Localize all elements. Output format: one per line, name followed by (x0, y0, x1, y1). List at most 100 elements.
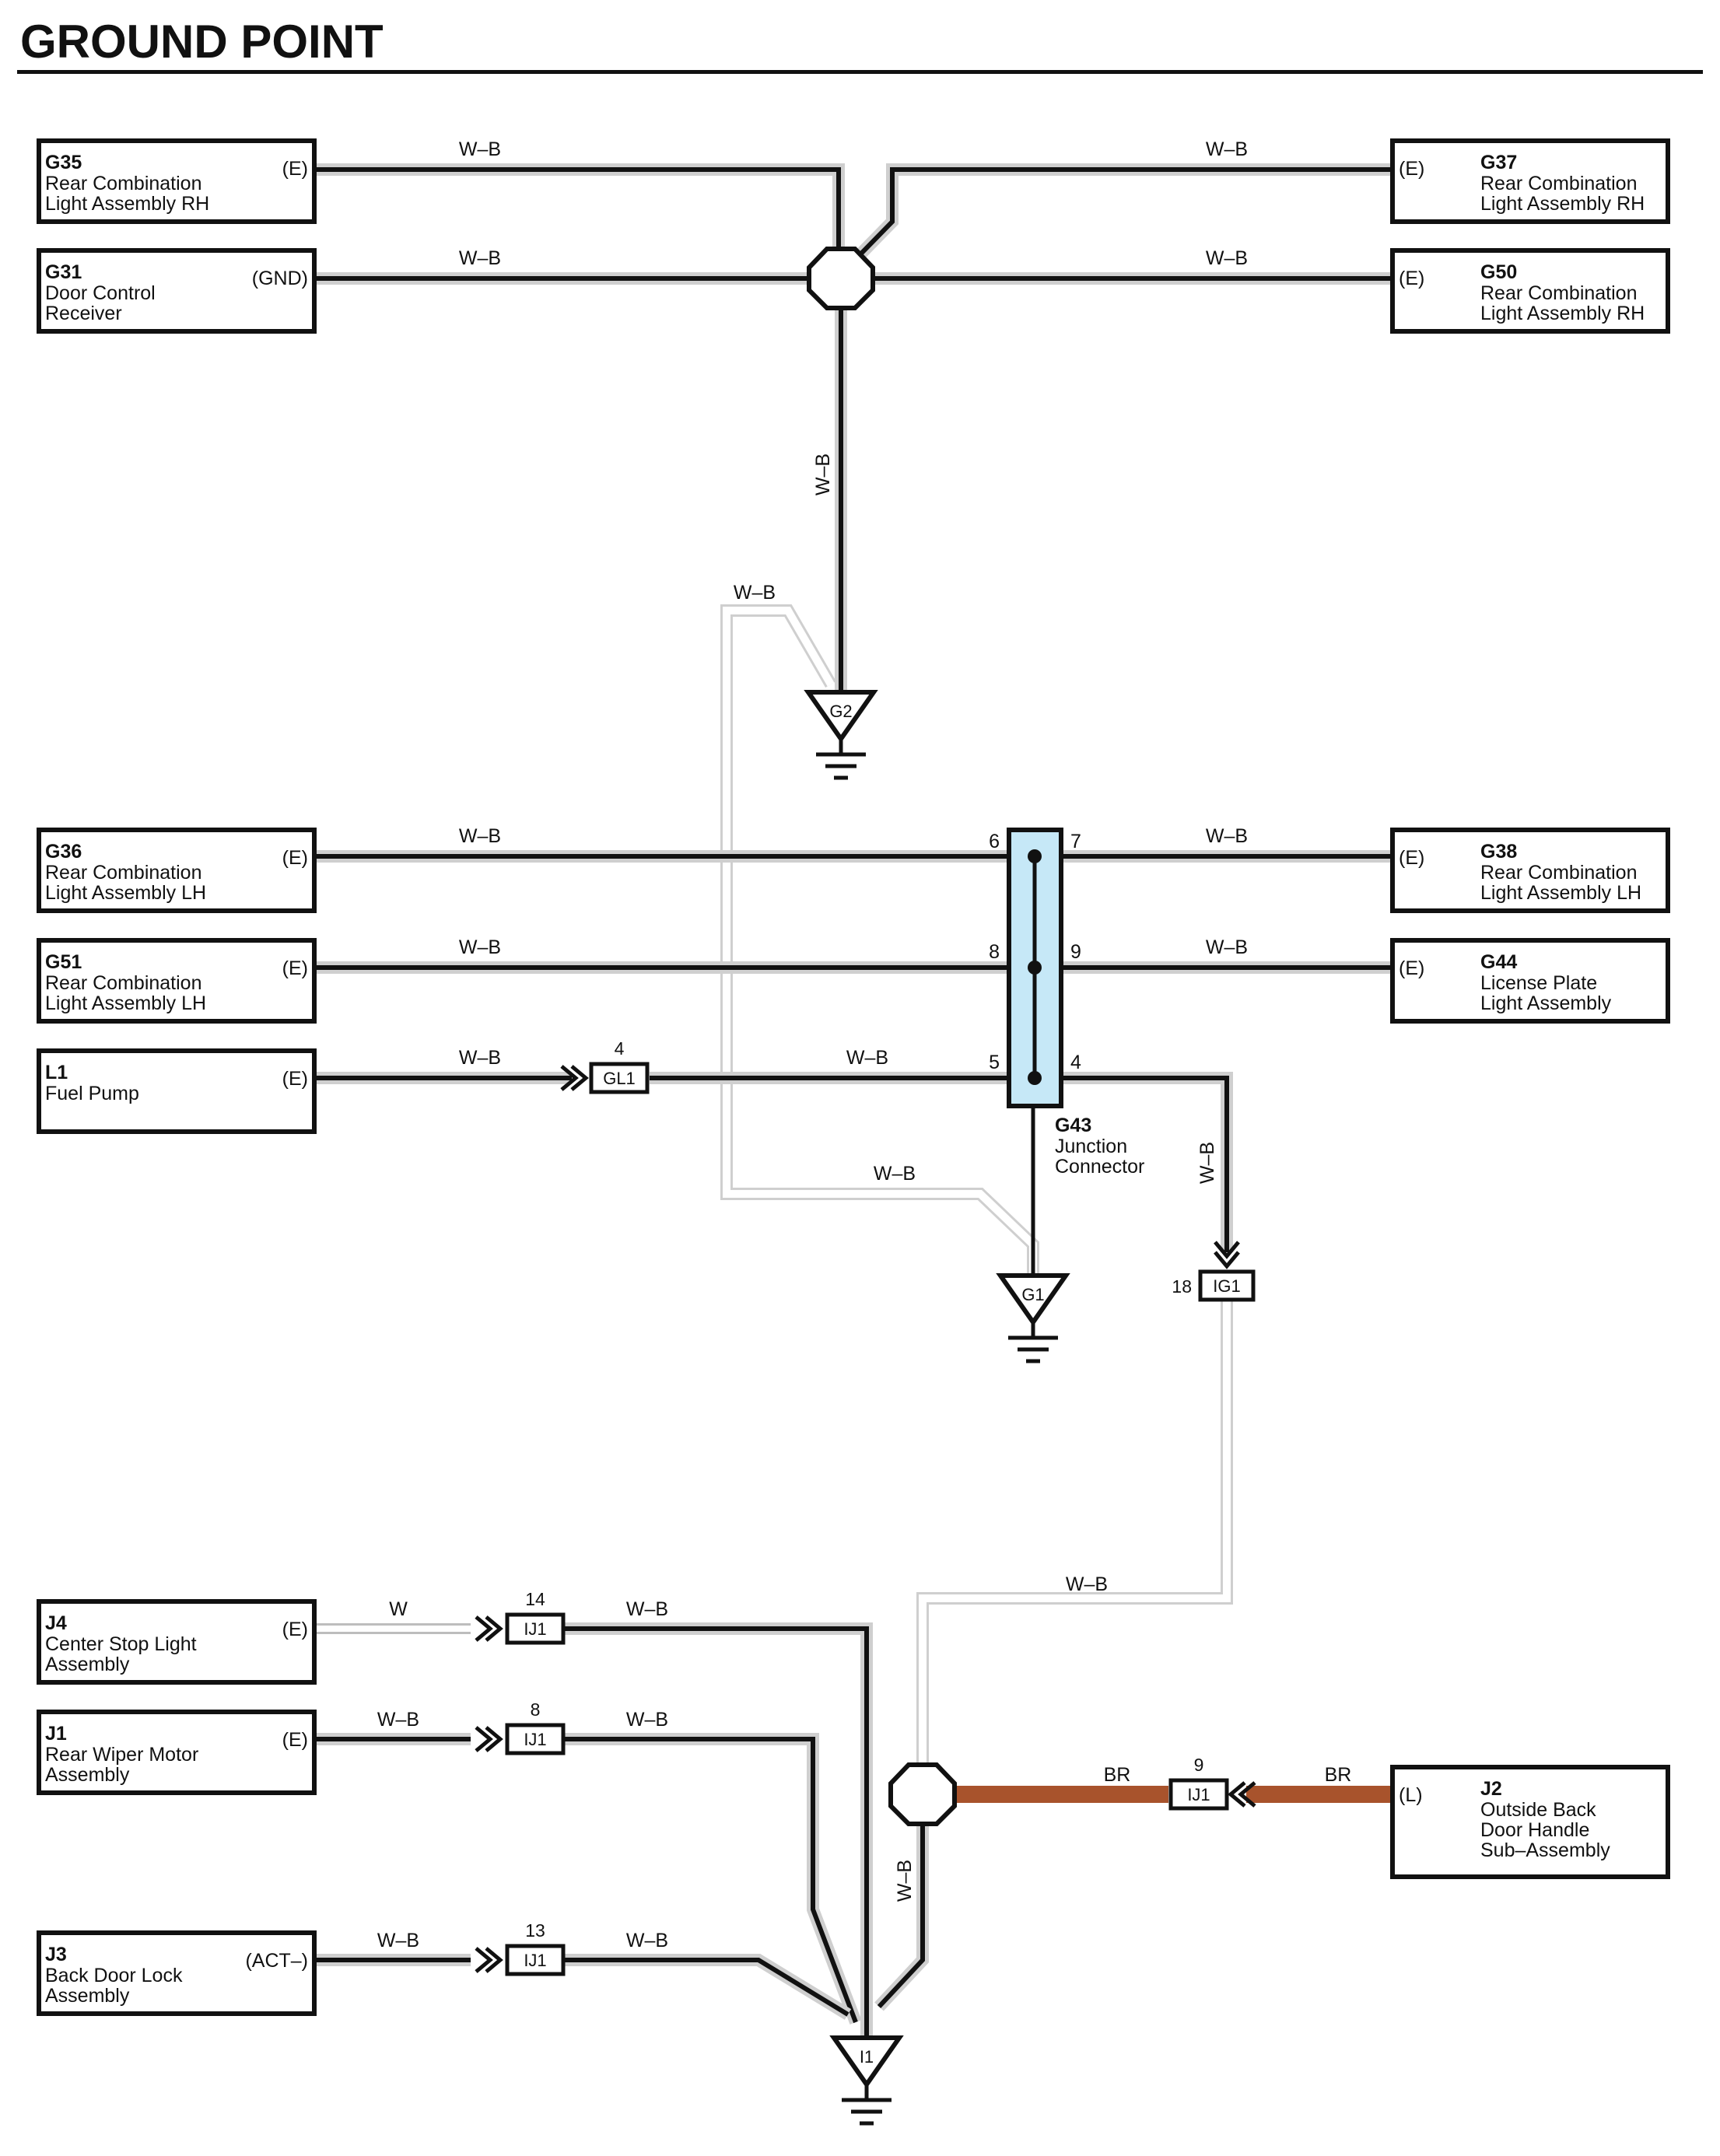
component-name-line: License Plate (1480, 972, 1597, 994)
connector-label: IJ1 (524, 1619, 546, 1639)
component-name-line: Assembly (45, 1654, 130, 1675)
component-name-line: Rear Combination (45, 173, 202, 194)
component-pin: (E) (1399, 268, 1424, 289)
page-title: GROUND POINT (20, 16, 384, 68)
wire-label: W–B (846, 1047, 888, 1069)
connector-label: IJ1 (524, 1951, 546, 1970)
junction-node (1028, 1071, 1042, 1085)
component-pin: (E) (282, 957, 308, 979)
component-pin: (GND) (252, 268, 308, 289)
component-name-line: Light Assembly LH (1480, 882, 1641, 904)
component-code: G51 (45, 951, 82, 973)
connector-gl1: GL1 4 (560, 1038, 650, 1094)
wire-label: W–B (1206, 825, 1248, 847)
component-pin: (E) (282, 1068, 308, 1090)
wire-ij1-8-to-i1 (565, 1733, 862, 2025)
component-code: G31 (45, 261, 82, 283)
component-code: G50 (1480, 261, 1517, 283)
component-frame (1390, 248, 1670, 334)
wire-label: W–B (626, 1598, 668, 1620)
splice-lower (888, 1762, 957, 1826)
component-name-line: Assembly (45, 1764, 130, 1786)
connector-pin: 14 (525, 1589, 545, 1609)
wire-label: W–B (734, 582, 776, 604)
component-pin: (E) (1399, 957, 1424, 979)
component-pin: (ACT–) (245, 1950, 308, 1972)
connector-ij1-8: IJ1 8 (475, 1699, 566, 1755)
wire-label: W–B (377, 1930, 419, 1951)
wire-ig1-to-lower-splice (916, 1299, 1233, 1766)
component-pin: (E) (282, 1619, 308, 1640)
wire-label: BR (1104, 1764, 1131, 1786)
ground-label: I1 (860, 2047, 874, 2067)
component-frame (37, 1710, 317, 1795)
component-frame (1390, 938, 1670, 1024)
component-name-line: Rear Combination (45, 862, 202, 884)
connector-ij1-14: IJ1 14 (475, 1589, 566, 1645)
component-frame (37, 1599, 317, 1685)
component-code: G44 (1480, 951, 1517, 973)
component-pin: (E) (282, 847, 308, 869)
wire-label: W–B (1206, 138, 1248, 160)
junction-pin-label: 8 (989, 941, 1000, 963)
component-frame (1390, 1765, 1670, 1879)
ground-label: G1 (1021, 1285, 1044, 1304)
component-frame (37, 138, 317, 224)
connector-ij1-9: IJ1 9 (1168, 1755, 1256, 1811)
connector-label: GL1 (603, 1069, 636, 1088)
component-frame (37, 248, 317, 334)
component-frame (1390, 138, 1670, 224)
component-name-line: Light Assembly LH (45, 882, 206, 904)
wire-label: BR (1325, 1764, 1352, 1786)
junction-code: G43 (1055, 1115, 1091, 1136)
component-name-line: Assembly (45, 1985, 130, 2007)
component-name-line: Light Assembly (1480, 992, 1612, 1014)
connector-ij1-13: IJ1 13 (475, 1920, 566, 1976)
junction-name-line: Connector (1055, 1156, 1144, 1178)
wire-g37-to-splice (853, 163, 1390, 261)
connector-ig1: IG1 18 (1172, 1241, 1256, 1302)
wire-ij1-14-to-i1 (565, 1622, 873, 2038)
component-code: J1 (45, 1723, 67, 1745)
component-code: J2 (1480, 1778, 1502, 1800)
wire-label: W–B (812, 453, 834, 495)
connector-label: IJ1 (1187, 1785, 1210, 1804)
component-name-line: Receiver (45, 303, 122, 324)
component-name-line: Light Assembly RH (45, 193, 209, 215)
component-name-line: Rear Combination (1480, 282, 1638, 304)
wire-label: W–B (459, 1047, 501, 1069)
component-code: G35 (45, 152, 82, 173)
component-pin: (E) (282, 1729, 308, 1751)
junction-node (1028, 961, 1042, 975)
component-name-line: Fuel Pump (45, 1083, 139, 1104)
component-code: L1 (45, 1062, 68, 1083)
component-pin: (E) (282, 158, 308, 180)
ground-label: G2 (829, 702, 852, 721)
component-name-line: Door Handle (1480, 1819, 1589, 1841)
component-pin: (L) (1399, 1784, 1423, 1806)
component-frame (37, 1048, 317, 1134)
ground-symbol-g1: G1 (996, 1273, 1070, 1363)
wire-label: W–B (1206, 936, 1248, 958)
wire-label: W–B (459, 825, 501, 847)
component-code: J4 (45, 1612, 67, 1634)
wire-label: W–B (894, 1860, 916, 1902)
connector-label: IG1 (1213, 1276, 1240, 1296)
component-frame (37, 1930, 317, 2016)
wire-label: W–B (874, 1163, 916, 1185)
component-name-line: Rear Wiper Motor (45, 1744, 198, 1766)
component-name-line: Door Control (45, 282, 156, 304)
wire-label: W–B (377, 1709, 419, 1731)
